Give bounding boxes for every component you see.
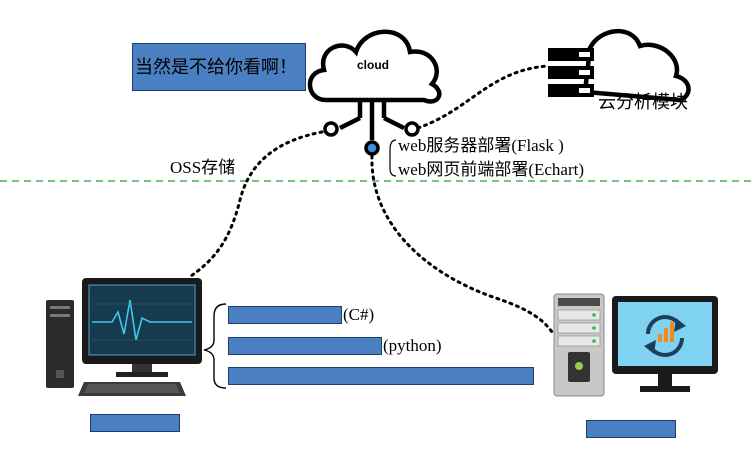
link-cloud-to-pc bbox=[186, 130, 324, 280]
server-tower-icon bbox=[553, 293, 605, 397]
web-deploy-bracket bbox=[389, 139, 397, 177]
pc-caption-box bbox=[90, 414, 180, 432]
cloud-node-center bbox=[364, 140, 380, 156]
web-server-deploy-label: web服务器部署(Flask ) bbox=[398, 136, 564, 155]
server-rack-icon bbox=[548, 28, 691, 103]
oss-storage-label: OSS存储 bbox=[170, 158, 236, 177]
cloud-node-left bbox=[323, 121, 339, 137]
cloud-label: cloud bbox=[357, 58, 389, 72]
branch-redacted-box-3 bbox=[228, 367, 534, 385]
note-box: 当然是不给你看啊！ bbox=[132, 43, 306, 91]
server-caption-box bbox=[586, 420, 676, 438]
link-cloud-to-server bbox=[370, 154, 554, 334]
cloud-node-right bbox=[404, 121, 420, 137]
branch-redacted-box-1 bbox=[228, 306, 342, 324]
link-cloud-to-module bbox=[416, 64, 550, 130]
branch-redacted-box-2 bbox=[228, 337, 382, 355]
branch-language-csharp: (C#) bbox=[343, 305, 375, 324]
web-frontend-deploy-label: web网页前端部署(Echart) bbox=[398, 160, 585, 179]
monitor-sync-icon bbox=[612, 296, 718, 392]
branch-language-python: (python) bbox=[383, 336, 442, 355]
desktop-computer-icon bbox=[46, 278, 202, 396]
cloud-icon bbox=[307, 29, 442, 140]
client-brace bbox=[203, 303, 227, 389]
cloud-module-label: 云分析模块 bbox=[598, 92, 688, 112]
